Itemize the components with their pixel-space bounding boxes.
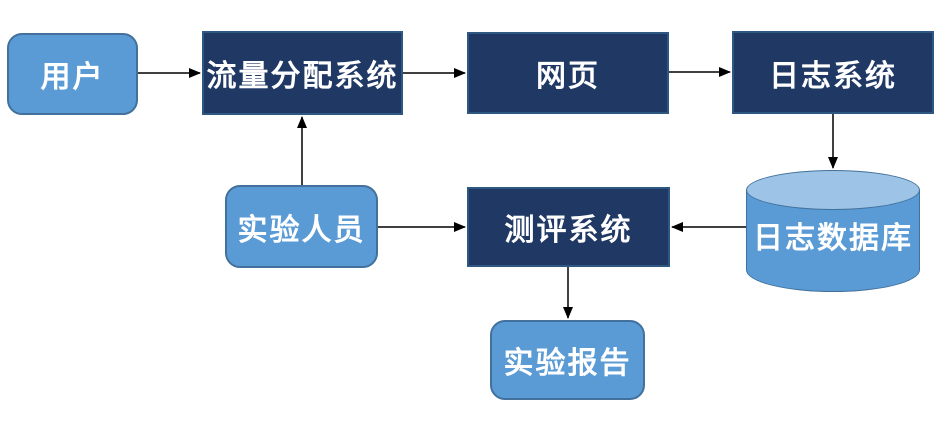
node-evaluation-system-label: 测评系统 (504, 214, 633, 247)
node-webpage-label: 网页 (536, 60, 600, 93)
node-evaluation-system: 测评系统 (467, 187, 670, 267)
node-experiment-report: 实验报告 (490, 320, 645, 400)
node-log-system-label: 日志系统 (769, 59, 897, 93)
node-traffic-distribution-system: 流量分配系统 (202, 31, 403, 115)
node-user-label: 用户 (40, 61, 105, 94)
node-experimenter: 实验人员 (225, 185, 378, 268)
node-traffic-distribution-system-label: 流量分配系统 (206, 60, 399, 93)
node-webpage: 网页 (467, 32, 669, 114)
node-experiment-report-label: 实验报告 (503, 347, 632, 380)
node-log-system: 日志系统 (732, 31, 934, 114)
node-log-database: 日志数据库 (746, 170, 920, 292)
node-experimenter-label: 实验人员 (237, 213, 366, 247)
cylinder-top-ellipse (746, 170, 920, 210)
node-user: 用户 (7, 33, 138, 115)
node-log-database-label: 日志数据库 (753, 222, 913, 255)
